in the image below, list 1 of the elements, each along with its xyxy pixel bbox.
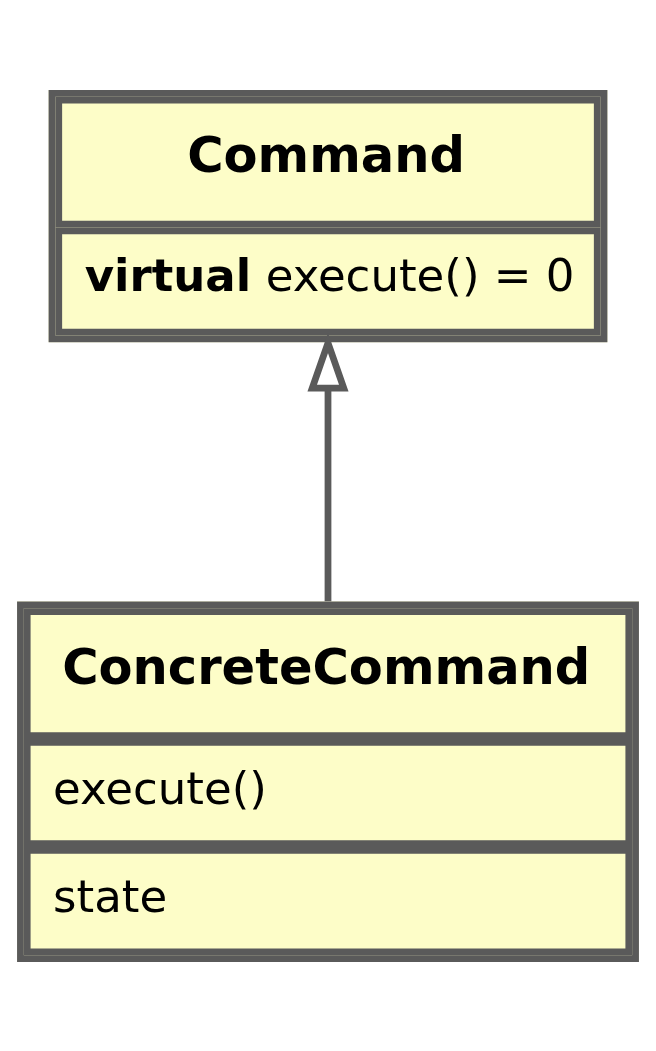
arrow — [307, 332, 349, 601]
